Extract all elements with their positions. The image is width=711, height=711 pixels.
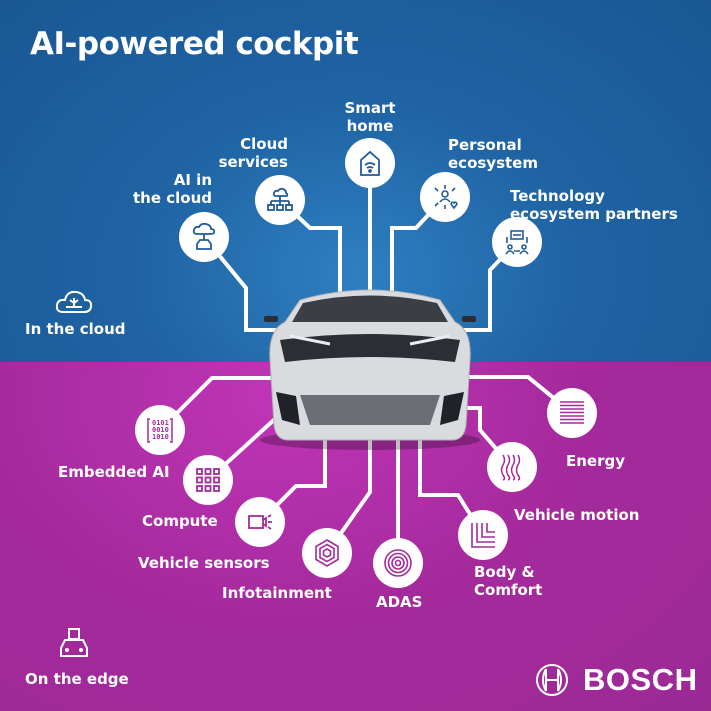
label-line: the cloud xyxy=(133,189,212,207)
car-chip-icon xyxy=(60,628,88,657)
page-title: AI-powered cockpit xyxy=(30,26,359,62)
handshake-partners-icon xyxy=(505,230,529,255)
node-smart-home[interactable] xyxy=(345,138,395,188)
node-label-adas: ADAS xyxy=(376,593,423,611)
node-cloud-services[interactable] xyxy=(255,175,305,225)
node-personal-ecosystem[interactable] xyxy=(420,172,470,222)
node-energy[interactable] xyxy=(547,388,597,438)
node-infotainment[interactable] xyxy=(302,528,352,578)
label-line: Cloud xyxy=(240,135,288,153)
label-line: ecosystem xyxy=(448,154,538,172)
node-label-vehicle-motion: Vehicle motion xyxy=(514,506,640,524)
zone-label-edge: On the edge xyxy=(25,670,129,688)
label-line: Comfort xyxy=(474,581,543,599)
personal-ecosystem-icon xyxy=(434,185,458,210)
hexagon-layers-icon xyxy=(315,539,339,567)
label-line: services xyxy=(218,153,288,171)
node-label-body-comfort: Body &Comfort xyxy=(474,563,542,599)
brand-name: BOSCH xyxy=(583,662,698,697)
svg-text:1010: 1010 xyxy=(152,433,169,441)
label-line: Smart xyxy=(344,99,396,117)
corner-layers-icon xyxy=(471,523,495,548)
smart-home-icon xyxy=(360,150,380,176)
node-compute[interactable] xyxy=(183,455,233,505)
svg-text:0101: 0101 xyxy=(152,419,169,427)
label-line: Body & xyxy=(474,563,535,581)
node-technology-ecosystem-partners[interactable] xyxy=(492,217,542,267)
label-line: Technology xyxy=(510,187,605,205)
node-vehicle-motion[interactable] xyxy=(487,442,537,492)
cloud-car-icon xyxy=(192,222,216,250)
car-illustration xyxy=(260,289,480,450)
label-line: ecosystem partners xyxy=(510,205,678,223)
node-label-energy: Energy xyxy=(566,452,626,470)
label-line: AI in xyxy=(173,171,212,189)
svg-text:0010: 0010 xyxy=(152,426,169,434)
label-line: home xyxy=(346,117,394,135)
zone-label-cloud: In the cloud xyxy=(25,320,126,338)
bosch-armature-icon xyxy=(536,664,568,696)
horizontal-lines-icon xyxy=(560,401,584,424)
grid-chip-icon xyxy=(196,468,220,492)
node-label-infotainment: Infotainment xyxy=(222,584,332,602)
node-adas[interactable] xyxy=(373,538,423,588)
cloud-hierarchy-icon xyxy=(267,187,293,211)
node-label-compute: Compute xyxy=(142,512,218,530)
node-label-vehicle-sensors: Vehicle sensors xyxy=(138,554,270,572)
label-line: Personal xyxy=(448,136,522,154)
node-ai-in-the-cloud[interactable] xyxy=(179,212,229,262)
concentric-circles-icon xyxy=(384,549,412,577)
bosch-logo: BOSCH xyxy=(535,662,697,698)
cloud-network-icon xyxy=(55,290,93,313)
wave-lines-icon xyxy=(500,454,521,481)
connector-ai-cloud xyxy=(202,235,280,332)
node-label-embedded-ai: Embedded AI xyxy=(58,463,170,481)
node-vehicle-sensors[interactable] xyxy=(235,497,285,547)
node-body-comfort[interactable] xyxy=(458,510,508,560)
sensor-camera-icon xyxy=(248,514,272,530)
